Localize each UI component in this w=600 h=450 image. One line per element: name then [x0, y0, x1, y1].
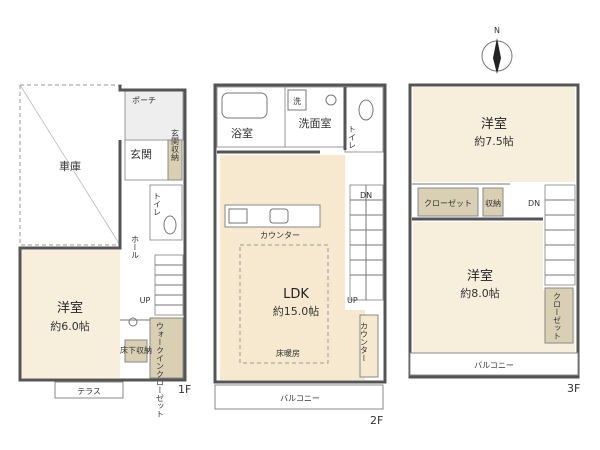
storage-3f-label: 収納: [485, 198, 501, 208]
terrace: [54, 381, 124, 399]
room-3f-south: [413, 222, 543, 375]
walkin-closet: [149, 317, 184, 379]
ldk-size: 約15.0帖: [273, 304, 320, 318]
stairs-1f: [154, 254, 184, 316]
closet-3f-2-label: クローゼット: [553, 292, 562, 340]
dn-3f-label: DN: [528, 199, 540, 208]
closet-3f-1: [417, 187, 479, 217]
toilet-2f-icon: [358, 99, 374, 121]
washer-label: 洗: [293, 96, 301, 106]
wash-basin-icon: [325, 94, 337, 106]
washer-space: [287, 89, 307, 111]
stairs-3f: [544, 184, 576, 286]
balcony-2f: [214, 384, 384, 410]
room-3f-north: [413, 87, 575, 182]
counter-small-label: カウンター: [260, 231, 300, 240]
entrance-label: 玄関: [130, 147, 152, 161]
hall-label: ホール: [131, 235, 140, 259]
ldk: [220, 155, 345, 380]
walls-2f: [213, 83, 387, 384]
floor-3f-label: 3F: [567, 382, 580, 395]
entrance-storage: [167, 139, 183, 181]
counter-2f: [359, 314, 379, 378]
floor-1f: 車庫 ポーチ 玄関 玄関収納 トイレ ホール UP 洋室 約6.0帖: [18, 84, 191, 418]
sink-icon: [128, 317, 138, 327]
counter-2f-label: カウンター: [360, 322, 369, 362]
floor-3f: 洋室 約7.5帖 クローゼット 収納 DN 洋室 約8.0帖 クローゼット: [408, 83, 580, 395]
room-1f-size: 約6.0帖: [50, 319, 90, 333]
floor-heating-area: [239, 244, 329, 364]
up-2f-label: UP: [347, 296, 358, 305]
compass: N: [481, 26, 513, 74]
bathroom: [216, 86, 286, 148]
balcony-2f-label: バルコニー: [280, 394, 320, 403]
floor-1f-label: 1F: [178, 383, 191, 396]
closet-3f-2: [544, 287, 574, 344]
storage-3f: [482, 187, 504, 217]
balcony-3f: [409, 352, 579, 376]
kitchen-sink-icon: [269, 208, 289, 224]
floor-2f-label: 2F: [370, 414, 383, 427]
stove-icon: [228, 208, 248, 224]
underfloor-storage-label: 床下収納: [120, 345, 152, 355]
porch-area: [124, 89, 184, 141]
toilet-icon: [163, 215, 177, 235]
garage-label: 車庫: [59, 159, 81, 173]
underfloor-storage: [124, 339, 148, 363]
dn-2f-label: DN: [360, 191, 372, 200]
walls-1f: [18, 85, 187, 382]
terrace-label: テラス: [77, 387, 101, 396]
room-3f-north-label: 洋室: [481, 116, 507, 132]
porch-label: ポーチ: [132, 96, 156, 105]
compass-needle-icon: [493, 38, 501, 74]
room-3f-south-size: 約8.0帖: [460, 286, 500, 300]
stairs-2f: [349, 184, 384, 301]
compass-north-label: N: [494, 26, 500, 35]
entrance-storage-label: 玄関収納: [171, 128, 180, 162]
bathtub-icon: [221, 92, 268, 119]
room-1f-label: 洋室: [57, 300, 83, 316]
closet-3f-1-label: クローゼット: [424, 198, 472, 208]
kitchen-counter: [224, 204, 321, 228]
floor-heating-label: 床暖房: [276, 348, 300, 358]
walls-3f: [408, 83, 580, 379]
garage-outline: [19, 85, 120, 246]
washroom-label: 洗面室: [299, 116, 332, 130]
walkin-closet-label: ウォークインクローゼット: [156, 322, 165, 418]
toilet-1f-label: トイレ: [153, 192, 162, 216]
room-3f-north-size: 約7.5帖: [474, 134, 514, 148]
room-3f-south-label: 洋室: [467, 268, 493, 284]
room-1f: [20, 250, 120, 378]
entrance-area: [124, 139, 171, 181]
floor-2f: 浴室 洗 洗面室 トイレ カウンター LDK 約15.0帖 床暖房 カウンター: [213, 83, 387, 427]
ldk-label: LDK: [283, 287, 309, 302]
balcony-3f-label: バルコニー: [474, 361, 514, 370]
bathroom-label: 浴室: [231, 126, 253, 140]
up-1f-label: UP: [140, 296, 151, 305]
toilet-2f-label: トイレ: [348, 125, 357, 149]
